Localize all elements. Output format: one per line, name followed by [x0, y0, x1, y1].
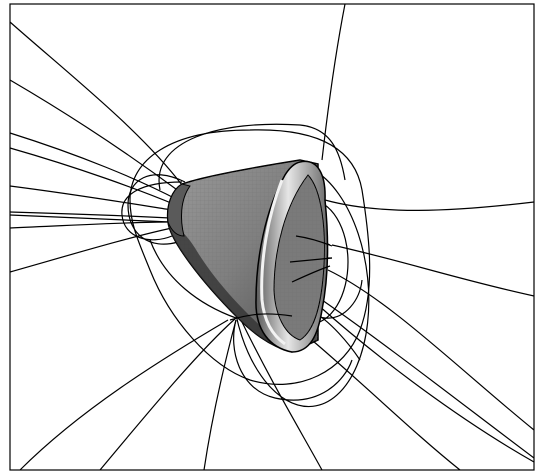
- grid-line: [9, 147, 177, 206]
- shell-loop: [158, 123, 346, 191]
- grid-line: [9, 211, 171, 219]
- rim-highlight: [260, 179, 286, 346]
- grid-line: [327, 269, 535, 431]
- grid-line: [239, 317, 323, 471]
- grid-line: [289, 257, 333, 263]
- shell-loop: [121, 181, 183, 241]
- heat-shield-mesh: [274, 175, 325, 340]
- grid-line: [19, 319, 229, 471]
- shell-loop: [233, 319, 353, 401]
- grid-line: [9, 21, 183, 186]
- grid-line: [331, 244, 535, 297]
- capsule-body: [166, 159, 329, 353]
- grid-line: [291, 265, 331, 283]
- grid-line: [321, 3, 346, 161]
- grid-lines: [9, 3, 535, 471]
- shell-loop: [127, 174, 186, 245]
- grid-line: [99, 317, 237, 471]
- grid-line: [9, 221, 171, 229]
- grid-line: [203, 319, 237, 471]
- grid-line: [9, 227, 173, 273]
- grid-line: [299, 329, 461, 471]
- grid-line: [295, 235, 333, 247]
- front-grid-lines: [229, 235, 333, 321]
- grid-line: [321, 299, 535, 459]
- grid-line: [9, 214, 171, 223]
- grid-line: [9, 185, 173, 211]
- cone-shadow: [168, 222, 292, 352]
- grid-line: [317, 304, 535, 463]
- grid-line: [9, 79, 181, 193]
- grid-line: [229, 313, 293, 321]
- outer-shell: [129, 129, 371, 385]
- shell-loop: [149, 239, 237, 319]
- grid-line: [9, 132, 179, 201]
- nose-cap: [167, 183, 191, 237]
